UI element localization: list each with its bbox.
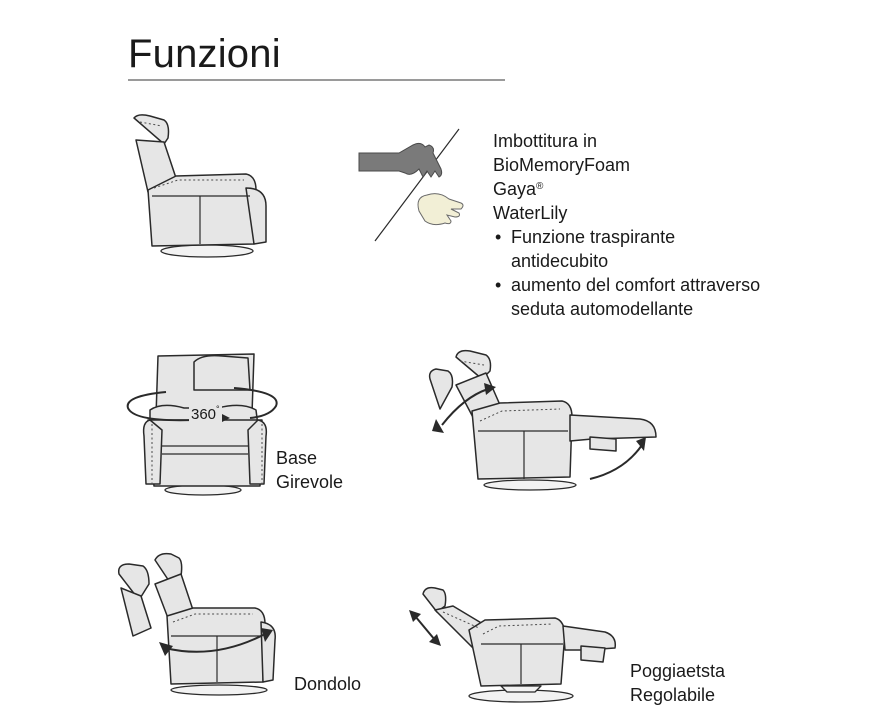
bullet-item: Funzione traspirante antidecubito xyxy=(493,225,823,273)
rotation-degree-value: 360 xyxy=(191,406,217,423)
adjustable-headrest-icon xyxy=(409,586,617,703)
bullet-text: aumento del comfort attraverso xyxy=(511,275,761,295)
recline-footrest-icon xyxy=(428,349,657,491)
rotation-degree-badge: 360° xyxy=(189,400,222,424)
label-line: Girevole xyxy=(276,472,344,492)
memory-foam-line-2: BioMemoryFoam xyxy=(493,155,631,175)
swivel-base-label: Base Girevole xyxy=(276,446,343,494)
label-line: Poggiaetsta xyxy=(630,661,726,681)
memory-foam-line-1: Imbottitura in xyxy=(493,131,598,151)
registered-mark: ® xyxy=(536,181,544,192)
headrest-label: Poggiaetsta Regolabile xyxy=(630,659,725,707)
rocking-label: Dondolo xyxy=(294,672,361,696)
bullet-text: antidecubito xyxy=(511,251,609,271)
page-title: Funzioni xyxy=(128,32,281,76)
brand-line: Gaya® xyxy=(493,177,823,201)
hand-pressing-foam-icon xyxy=(358,128,464,242)
title-divider xyxy=(128,79,505,81)
rocking-chair-icon xyxy=(117,552,276,696)
label-line: Dondolo xyxy=(294,674,362,694)
bullet-item: aumento del comfort attraverso seduta au… xyxy=(493,273,823,321)
product-name: WaterLily xyxy=(493,203,568,223)
brand-name: Gaya xyxy=(493,179,537,199)
label-line: Regolabile xyxy=(630,685,716,705)
bullet-text: seduta automodellante xyxy=(511,299,694,319)
memory-foam-description: Imbottitura in BioMemoryFoam Gaya® Water… xyxy=(493,129,823,321)
feature-bullet-list: Funzione traspirante antidecubito aument… xyxy=(493,225,823,321)
bullet-text: Funzione traspirante xyxy=(511,227,676,247)
degree-mark: ° xyxy=(216,404,220,414)
recliner-side-icon xyxy=(133,114,267,258)
label-line: Base xyxy=(276,448,318,468)
swivel-base-icon xyxy=(126,353,278,496)
